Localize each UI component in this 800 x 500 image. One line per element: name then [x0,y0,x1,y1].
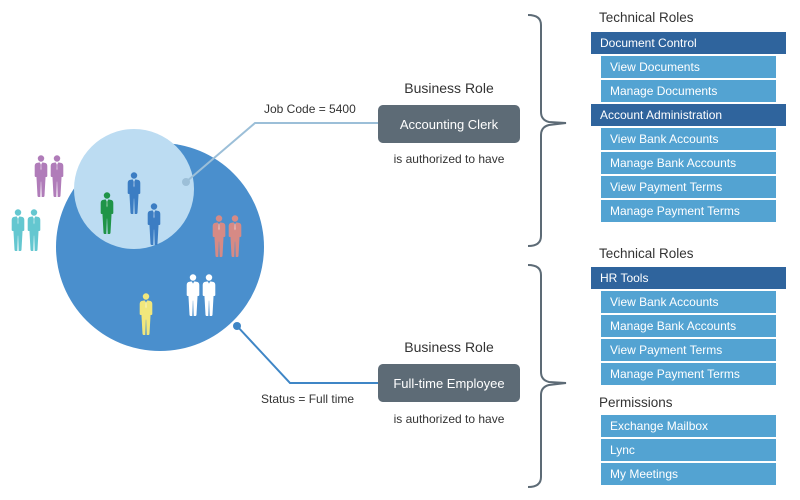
business-role-full-time-employee[interactable]: Full-time Employee [378,364,520,402]
bottom-bracket [527,264,567,488]
role-item-view-payment-terms[interactable]: View Payment Terms [601,339,776,361]
business-role-accounting-clerk[interactable]: Accounting Clerk [378,105,520,143]
role-group-account-administration[interactable]: Account Administration [591,104,786,126]
person-icon [50,155,64,197]
authorization-note: is authorized to have [393,152,505,166]
person-icon [27,209,41,251]
role-group-document-control[interactable]: Document Control [591,32,786,54]
permission-item-lync[interactable]: Lync [601,439,776,461]
role-item-manage-payment-terms[interactable]: Manage Payment Terms [601,363,776,385]
status-label: Status = Full time [261,392,355,406]
job-code-connector-dot [182,178,190,186]
job-code-label: Job Code = 5400 [264,102,356,116]
permissions-title: Permissions [599,395,673,410]
role-item-manage-payment-terms[interactable]: Manage Payment Terms [601,200,776,222]
role-item-view-bank-accounts[interactable]: View Bank Accounts [601,291,776,313]
authorization-note: is authorized to have [393,412,505,426]
person-icon [34,155,48,197]
purple-person-pair [34,155,64,197]
job-code-connector [185,122,380,183]
status-connector [236,325,380,384]
status-connector-dot [233,322,241,330]
role-item-manage-bank-accounts[interactable]: Manage Bank Accounts [601,152,776,174]
top-bracket [527,14,567,247]
business-role-heading: Business Role [404,80,494,96]
person-icon [11,209,25,251]
role-item-view-documents[interactable]: View Documents [601,56,776,78]
business-role-heading: Business Role [404,339,494,355]
teal-person-pair [11,209,41,251]
role-item-manage-bank-accounts[interactable]: Manage Bank Accounts [601,315,776,337]
role-item-view-payment-terms[interactable]: View Payment Terms [601,176,776,198]
role-item-view-bank-accounts[interactable]: View Bank Accounts [601,128,776,150]
permission-item-my-meetings[interactable]: My Meetings [601,463,776,485]
role-group-hr-tools[interactable]: HR Tools [591,267,786,289]
permission-item-exchange-mailbox[interactable]: Exchange Mailbox [601,415,776,437]
role-item-manage-documents[interactable]: Manage Documents [601,80,776,102]
technical-roles-title: Technical Roles [599,10,694,25]
technical-roles-title: Technical Roles [599,246,694,261]
